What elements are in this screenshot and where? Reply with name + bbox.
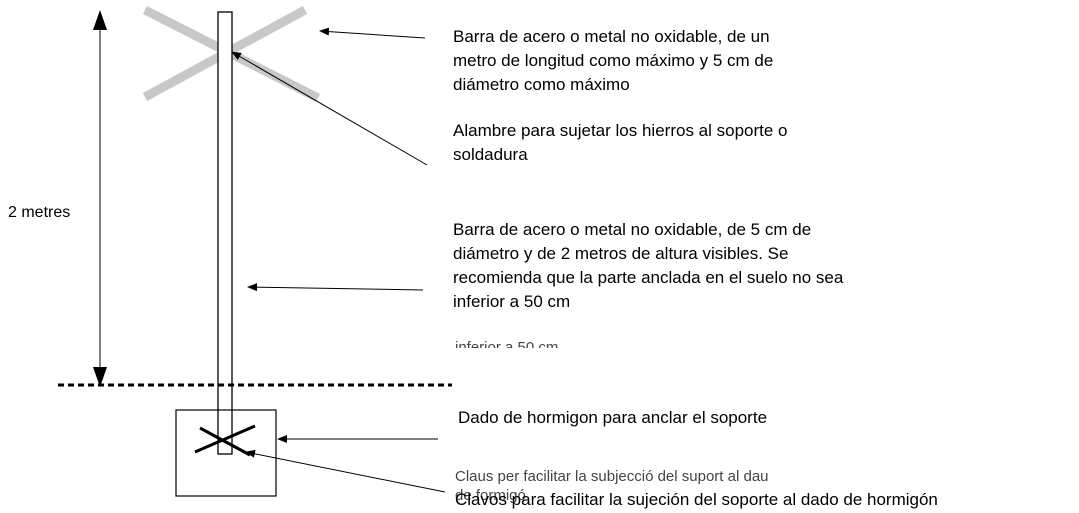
arrow-main-bar	[247, 283, 424, 292]
callout-top-bar-line: diámetro como máximo	[453, 75, 630, 94]
concrete-block	[175, 409, 277, 497]
arrow-wire	[231, 51, 428, 166]
callout-wire-line: Alambre para sujetar los hierros al sopo…	[453, 121, 788, 140]
height-arrow-top	[93, 10, 107, 30]
ghost-catalan-line2: de formigó	[455, 487, 526, 504]
callout-top-bar-line: Barra de acero o metal no oxidable, de u…	[453, 27, 770, 46]
callout-wire-line: soldadura	[453, 145, 528, 164]
callout-main-bar-line: diámetro y de 2 metros de altura visible…	[453, 244, 789, 263]
callout-main-bar-line: inferior a 50 cm	[453, 292, 571, 311]
nails-cross	[194, 424, 256, 457]
callout-main-bar-line: Barra de acero o metal no oxidable, de 5…	[453, 220, 812, 239]
arrow-nails	[245, 449, 446, 493]
callout-concrete: Dado de hormigon para anclar el soporte	[458, 408, 768, 427]
callout-main-bar-line: recomienda que la parte anclada en el su…	[453, 268, 844, 287]
main-bar	[217, 11, 233, 455]
height-dimension	[93, 10, 107, 387]
arrow-top-bar	[319, 27, 426, 39]
callout-top-bar-line: metro de longitud como máximo y 5 cm de	[453, 51, 774, 70]
ghost-catalan-line1: Claus per facilitar la subjecció del sup…	[455, 468, 769, 485]
height-arrow-bottom	[93, 367, 107, 387]
height-label: 2 metres	[8, 204, 71, 221]
callout-nails: Clavos para facilitar la sujeción del so…	[455, 490, 938, 509]
ghost-fragment: inferior a 50 cm	[455, 339, 559, 348]
